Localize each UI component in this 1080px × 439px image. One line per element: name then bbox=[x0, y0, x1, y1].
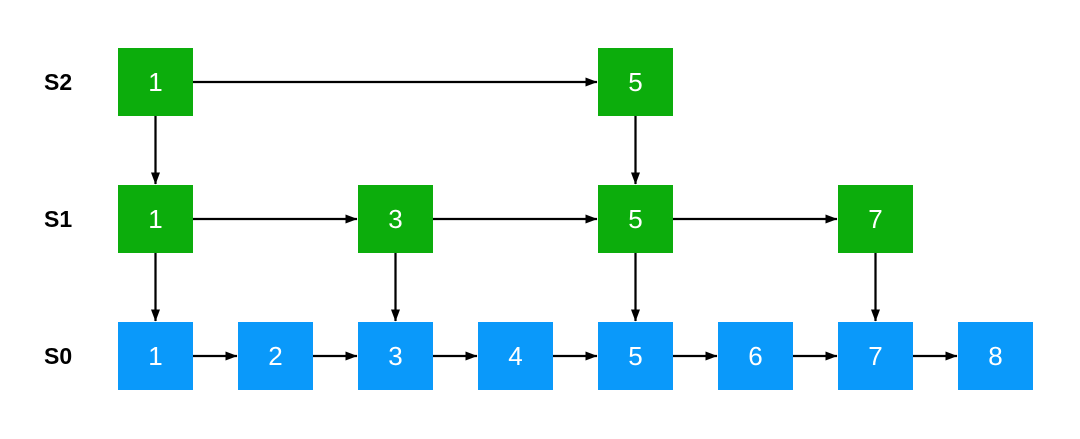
node-s2-5: 5 bbox=[598, 48, 673, 116]
level-label-s2: S2 bbox=[44, 69, 73, 95]
node-s2-1: 1 bbox=[118, 48, 193, 116]
level-label-s0: S0 bbox=[44, 343, 73, 369]
node-s1-7: 7 bbox=[838, 185, 913, 253]
node-s0-5: 5 bbox=[598, 322, 673, 390]
node-s1-5: 5 bbox=[598, 185, 673, 253]
node-s0-8: 8 bbox=[958, 322, 1033, 390]
node-s0-2: 2 bbox=[238, 322, 313, 390]
node-s0-1: 1 bbox=[118, 322, 193, 390]
level-label-s1: S1 bbox=[44, 206, 73, 232]
node-s0-7: 7 bbox=[838, 322, 913, 390]
node-s0-4: 4 bbox=[478, 322, 553, 390]
node-s0-6: 6 bbox=[718, 322, 793, 390]
node-s1-1: 1 bbox=[118, 185, 193, 253]
node-s0-3: 3 bbox=[358, 322, 433, 390]
node-s1-3: 3 bbox=[358, 185, 433, 253]
